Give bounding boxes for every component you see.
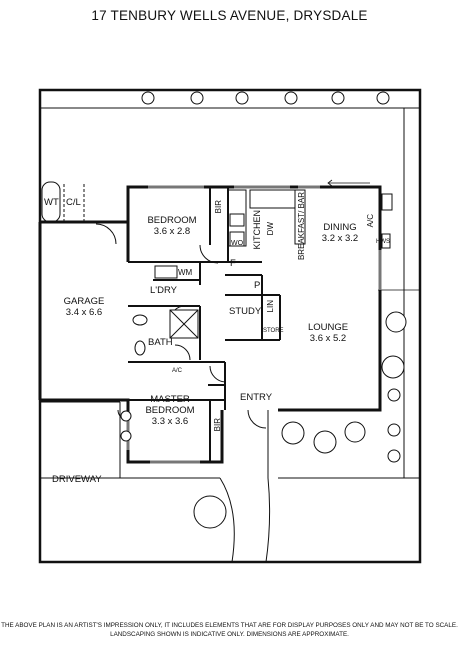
ldry-label: L'DRY <box>150 285 177 296</box>
p-label: P <box>254 280 261 291</box>
lounge-size: 3.6 x 5.2 <box>309 333 347 344</box>
f-label: F <box>230 258 236 269</box>
shrubs <box>120 91 407 529</box>
dining-size: 3.2 x 3.2 <box>321 233 359 244</box>
plan-title: 17 TENBURY WELLS AVENUE, DRYSDALE <box>91 8 368 23</box>
garage-label: GARAGE 3.4 x 6.6 <box>56 296 112 318</box>
master-name2: BEDROOM <box>145 405 195 416</box>
disclaimer: THE ABOVE PLAN IS AN ARTIST'S IMPRESSION… <box>0 621 459 639</box>
garden-path-left <box>219 477 235 563</box>
bir-top-label: BIR <box>214 200 223 214</box>
ac-unit <box>381 193 393 211</box>
entry-label: ENTRY <box>240 392 273 403</box>
wo-label: WO <box>231 240 244 247</box>
breakfast-bar-label: BREAKFAST/ BAR <box>297 192 306 261</box>
hws-label: HWS <box>376 239 390 245</box>
kitchen-bench <box>227 189 306 247</box>
lounge-label: LOUNGE 3.6 x 5.2 <box>300 322 356 344</box>
ac-right-label: A/C <box>366 214 375 228</box>
master-name: MASTER <box>150 394 190 405</box>
store-label: STORE <box>263 328 284 334</box>
garage-name: GARAGE <box>63 296 105 307</box>
lin-label: LIN <box>266 300 275 313</box>
study-label: STUDY <box>229 306 262 317</box>
hws-unit <box>381 233 391 249</box>
disclaimer-line1: THE ABOVE PLAN IS AN ARTIST'S IMPRESSION… <box>1 622 458 629</box>
master-size: 3.3 x 3.6 <box>151 416 189 427</box>
ac-bath-label: A/C <box>172 368 183 374</box>
kitchen-label: KITCHEN <box>252 210 262 250</box>
slide-arrow <box>327 179 370 187</box>
driveway-label: DRIVEWAY <box>52 474 102 485</box>
wt-label: WT <box>44 197 59 208</box>
disclaimer-line2: LANDSCAPING SHOWN IS INDICATIVE ONLY. DI… <box>110 631 349 638</box>
master-label: MASTER BEDROOM 3.3 x 3.6 <box>138 394 202 427</box>
bedroom-label: BEDROOM 3.6 x 2.8 <box>140 215 204 237</box>
garden-path-right <box>265 477 271 563</box>
bath-label: BATH <box>148 337 173 348</box>
garage-size: 3.4 x 6.6 <box>65 307 103 318</box>
bedroom-name: BEDROOM <box>147 215 197 226</box>
dining-name: DINING <box>323 222 357 233</box>
dining-label: DINING 3.2 x 3.2 <box>312 222 368 244</box>
bedroom-size: 3.6 x 2.8 <box>153 226 191 237</box>
water-tank <box>41 181 61 223</box>
bath-fixtures <box>132 265 199 356</box>
wm-label: WM <box>178 268 193 277</box>
cl-label: C/L <box>66 197 81 208</box>
bir-master-label: BIR <box>213 418 222 432</box>
lounge-name: LOUNGE <box>307 322 349 333</box>
dw-label: DW <box>266 222 275 236</box>
lot-boundary <box>38 88 422 564</box>
